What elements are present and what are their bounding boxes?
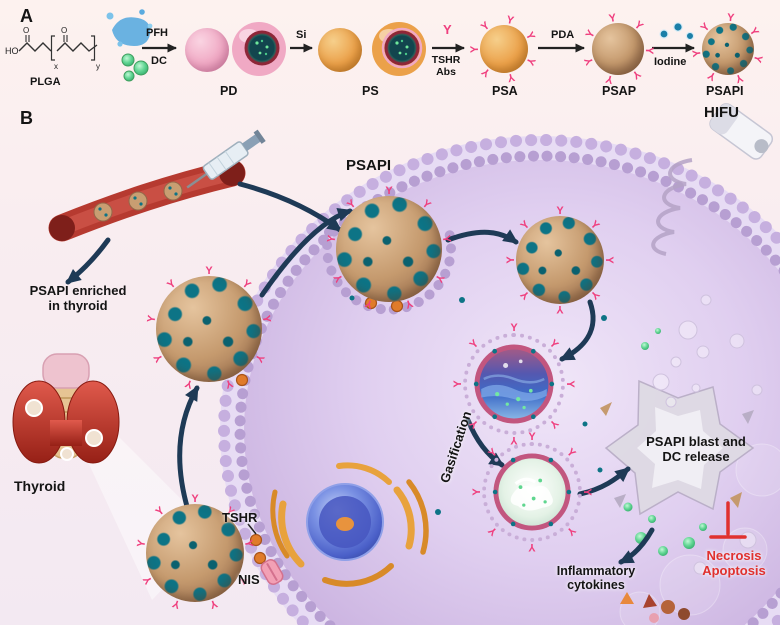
chem-y-label: y <box>96 62 100 71</box>
plga-structure: HO O x O y <box>5 26 100 71</box>
chem-o1-label: O <box>23 26 29 35</box>
ps-cutaway-nanoparticle <box>372 22 426 76</box>
water-splash-icon <box>106 9 153 47</box>
enriched-line1: PSAPI enriched <box>29 283 127 298</box>
blast-label: PSAPI blast and DC release <box>640 434 752 464</box>
psap-label: PSAP <box>602 84 637 98</box>
iodine-dots-icon <box>659 22 695 41</box>
inflammatory-line2: cytokines <box>567 578 625 592</box>
iodine-label: Iodine <box>654 56 687 68</box>
membrane-pocket <box>322 227 456 315</box>
necrosis-apoptosis-label: Necrosis Apoptosis <box>694 548 774 578</box>
enriched-line2: in thyroid <box>48 298 108 313</box>
dc-label: DC <box>151 55 167 67</box>
inflammatory-line1: Inflammatory <box>556 564 636 578</box>
nis-label: NIS <box>238 572 260 587</box>
tshr-abs-line2: Abs <box>436 66 456 78</box>
antibody-icon: Y <box>443 22 452 37</box>
thyroid-illustration <box>12 353 120 464</box>
hifu-label: HIFU <box>704 104 739 121</box>
pd-nanoparticle <box>185 28 229 72</box>
pd-cutaway-nanoparticle <box>232 22 286 76</box>
psapi-label-panel-b: PSAPI <box>346 157 392 174</box>
hifu-transducer-icon <box>709 103 774 160</box>
hifu-wave-coil <box>651 158 693 256</box>
inflammatory-label: Inflammatory cytokines <box>548 564 644 592</box>
pd-label: PD <box>220 84 238 98</box>
ps-label: PS <box>362 84 379 98</box>
nis-channel <box>260 559 284 585</box>
pda-label: PDA <box>551 29 575 41</box>
free-iodine-dots <box>349 295 607 515</box>
flow-arrows <box>65 181 655 565</box>
liquid-core-graphic <box>473 344 555 424</box>
enriched-label: PSAPI enriched in thyroid <box>14 283 142 313</box>
panel-b-label: B <box>20 108 33 128</box>
plga-label: PLGA <box>30 76 61 88</box>
dc-bubbles-icon <box>121 53 149 82</box>
tshr-pointer-line <box>247 523 257 535</box>
apoptosis-label: Apoptosis <box>702 563 766 578</box>
cytokine-shapes <box>620 592 690 623</box>
tshr-abs-line1: TSHR <box>431 54 461 66</box>
gas-core-graphic <box>492 453 572 531</box>
necrosis-label: Necrosis <box>706 548 762 563</box>
panel-a-label: A <box>20 6 33 26</box>
psapi-label-panel-a: PSAPI <box>706 84 744 98</box>
syringe-icon <box>186 129 266 189</box>
ps-nanoparticle <box>318 28 362 72</box>
chem-x-label: x <box>54 62 58 71</box>
si-label: Si <box>296 29 307 41</box>
blast-line2: DC release <box>662 449 730 464</box>
tshr-abs-label: TSHR Abs <box>425 54 467 78</box>
blast-burst <box>600 294 763 575</box>
tshr-label: TSHR <box>222 510 258 525</box>
chem-o2-label: O <box>61 26 67 35</box>
chem-ho-label: HO <box>5 46 19 56</box>
nucleus-er <box>270 462 429 587</box>
psa-label: PSA <box>492 84 518 98</box>
pfh-label: PFH <box>146 27 168 39</box>
thyroid-label: Thyroid <box>14 478 66 494</box>
blast-line1: PSAPI blast and <box>646 434 746 449</box>
inhibition-symbol <box>709 501 747 539</box>
